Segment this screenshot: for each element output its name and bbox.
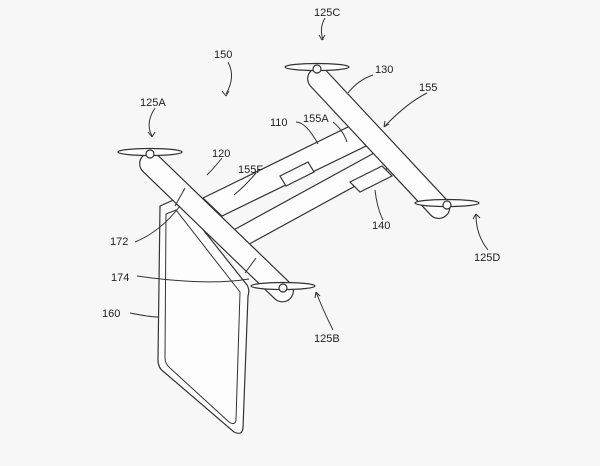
label-174: 174: [111, 272, 129, 284]
label-172: 172: [110, 236, 128, 248]
display-module: [279, 161, 315, 187]
label-110: 110: [270, 117, 288, 129]
label-125b: 125B: [314, 333, 340, 345]
propeller-125b: [250, 281, 316, 293]
label-155f: 155F: [238, 164, 263, 176]
label-130: 130: [375, 64, 393, 76]
label-155: 155: [419, 82, 437, 94]
label-140: 140: [372, 220, 390, 232]
propeller-125a: [117, 147, 183, 159]
label-120: 120: [212, 148, 230, 160]
front-arm-120: [139, 152, 294, 303]
panel-160: [157, 197, 250, 434]
leader-lines: [129, 17, 489, 331]
label-155a: 155A: [303, 113, 329, 125]
payload-140: [348, 165, 394, 193]
label-150: 150: [214, 49, 232, 61]
body-110: [201, 125, 394, 249]
label-125a: 125A: [140, 97, 166, 109]
label-160: 160: [102, 308, 120, 320]
label-125d: 125D: [474, 252, 500, 264]
propeller-125c: [284, 62, 350, 74]
propeller-125d: [414, 198, 480, 210]
label-125c: 125C: [314, 7, 340, 19]
